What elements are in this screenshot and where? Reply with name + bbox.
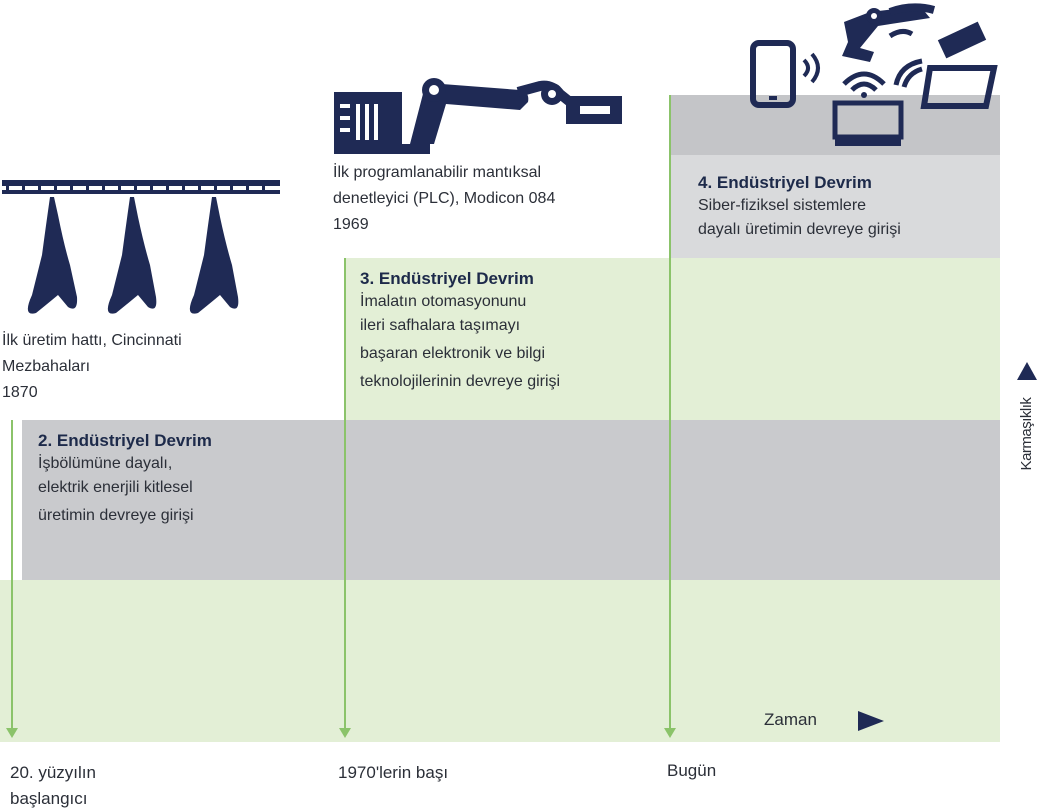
timeline-arrow-1 xyxy=(6,728,18,738)
stage3-title: 3. Endüstriyel Devrim xyxy=(360,269,534,288)
stage2-note-line2: Mezbahaları xyxy=(2,358,91,375)
wifi-icon xyxy=(802,52,820,84)
stage3-band xyxy=(345,258,1000,420)
stage2-note-year: 1870 xyxy=(2,384,38,401)
stage2-title: 2. Endüstriyel Devrim xyxy=(38,431,212,450)
timeline-label-3: Bugün xyxy=(667,761,717,780)
stage1-band xyxy=(0,580,1000,742)
stage2-desc-line2: elektrik enerjili kitlesel xyxy=(38,479,193,496)
stage3-desc-line2: ileri safhalara taşımayı xyxy=(360,317,521,334)
timeline-arrow-2 xyxy=(339,728,351,738)
monitor-icon xyxy=(832,100,904,146)
stage2-text: 2. Endüstriyel Devrim İşbölümüne dayalı,… xyxy=(38,430,338,528)
time-arrow-icon xyxy=(858,711,884,731)
stage4-desc-line2: dayalı üretimin devreye girişi xyxy=(698,221,901,238)
stage2-note: İlk üretim hattı, Cincinnati Mezbahaları… xyxy=(2,328,322,406)
stage3-text: 3. Endüstriyel Devrim İmalatın otomasyon… xyxy=(360,268,670,394)
stage4-desc-line1: Siber-fiziksel sistemlere xyxy=(698,197,867,214)
stage3-note: İlk programlanabilir mantıksal denetleyi… xyxy=(333,160,673,238)
slaughterhouse-line-icon xyxy=(2,180,280,314)
complexity-arrow-icon xyxy=(1017,362,1037,380)
smartphone-icon xyxy=(750,40,796,108)
timeline-label-2: 1970'lerin başı xyxy=(338,763,449,782)
stage3-desc-line4: teknolojilerinin devreye girişi xyxy=(360,373,561,390)
timeline-label-1-line2: başlangıcı xyxy=(10,789,88,808)
timeline-line-1 xyxy=(11,420,13,730)
stage3-desc-line1: İmalatın otomasyonunu xyxy=(360,293,527,310)
stage3-note-year: 1969 xyxy=(333,216,369,233)
timeline-label-1-line1: 20. yüzyılın xyxy=(10,763,96,782)
timeline-line-2 xyxy=(344,258,346,730)
stage3-note-line1: İlk programlanabilir mantıksal xyxy=(333,164,542,181)
stage3-desc-line3: başaran elektronik ve bilgi xyxy=(360,345,545,362)
time-label: Zaman xyxy=(764,710,817,729)
robot-arm-icon xyxy=(842,3,987,62)
stage4-title: 4. Endüstriyel Devrim xyxy=(698,173,872,192)
complexity-label: Karmaşıklık xyxy=(1018,397,1035,471)
wifi-icon xyxy=(842,71,886,98)
timeline-label-1: 20. yüzyılın başlangıcı xyxy=(10,760,96,812)
tablet-icon xyxy=(920,65,998,109)
wifi-icon xyxy=(893,58,923,88)
stage2-band xyxy=(22,420,1000,580)
stage2-note-line1: İlk üretim hattı, Cincinnati xyxy=(2,332,182,349)
stage2-desc-line1: İşbölümüne dayalı, xyxy=(38,455,173,472)
plc-robot-arm-icon xyxy=(334,78,622,154)
stage3-note-line2: denetleyici (PLC), Modicon 084 xyxy=(333,190,556,207)
stage2-desc-line3: üretimin devreye girişi xyxy=(38,507,194,524)
timeline-line-3 xyxy=(669,95,671,730)
stage4-text: 4. Endüstriyel Devrim Siber-fiziksel sis… xyxy=(698,172,998,242)
timeline-arrow-3 xyxy=(664,728,676,738)
